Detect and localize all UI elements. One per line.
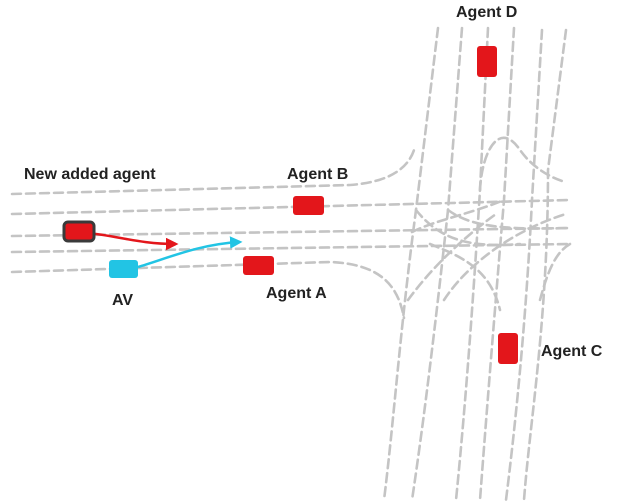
agent-d-vehicle <box>477 46 497 77</box>
agent-b-vehicle <box>293 196 324 215</box>
lane-line <box>406 212 498 302</box>
agent-a-label: Agent A <box>266 285 327 302</box>
lane-line <box>446 208 572 230</box>
av-label: AV <box>112 292 133 309</box>
lane-line <box>10 148 416 196</box>
new-agent-trajectory-arrow <box>87 231 179 251</box>
new-agent-label: New added agent <box>24 166 156 183</box>
connector-lanes <box>406 136 572 312</box>
agent-c-vehicle <box>498 333 518 364</box>
lane-line <box>522 28 568 502</box>
agent-b-label: Agent B <box>287 166 348 183</box>
lane-line <box>442 212 568 302</box>
agent-a-vehicle <box>243 256 274 275</box>
agent-d-label: Agent D <box>456 4 517 21</box>
lane-line <box>382 26 440 502</box>
lane-line <box>414 208 522 247</box>
lane-line <box>538 242 572 302</box>
lane-line <box>10 242 572 254</box>
lane-line <box>478 26 516 502</box>
av-vehicle <box>109 260 138 278</box>
new-added-agent-vehicle <box>62 220 96 243</box>
lane-line <box>410 198 506 234</box>
lane-line <box>410 26 464 502</box>
av-trajectory-arrow <box>137 236 243 269</box>
lane-line <box>454 26 490 502</box>
agent-c-label: Agent C <box>541 343 603 360</box>
lane-line <box>10 198 572 216</box>
lane-line <box>10 260 406 320</box>
lane-line <box>504 28 544 502</box>
lane-line <box>478 136 568 192</box>
